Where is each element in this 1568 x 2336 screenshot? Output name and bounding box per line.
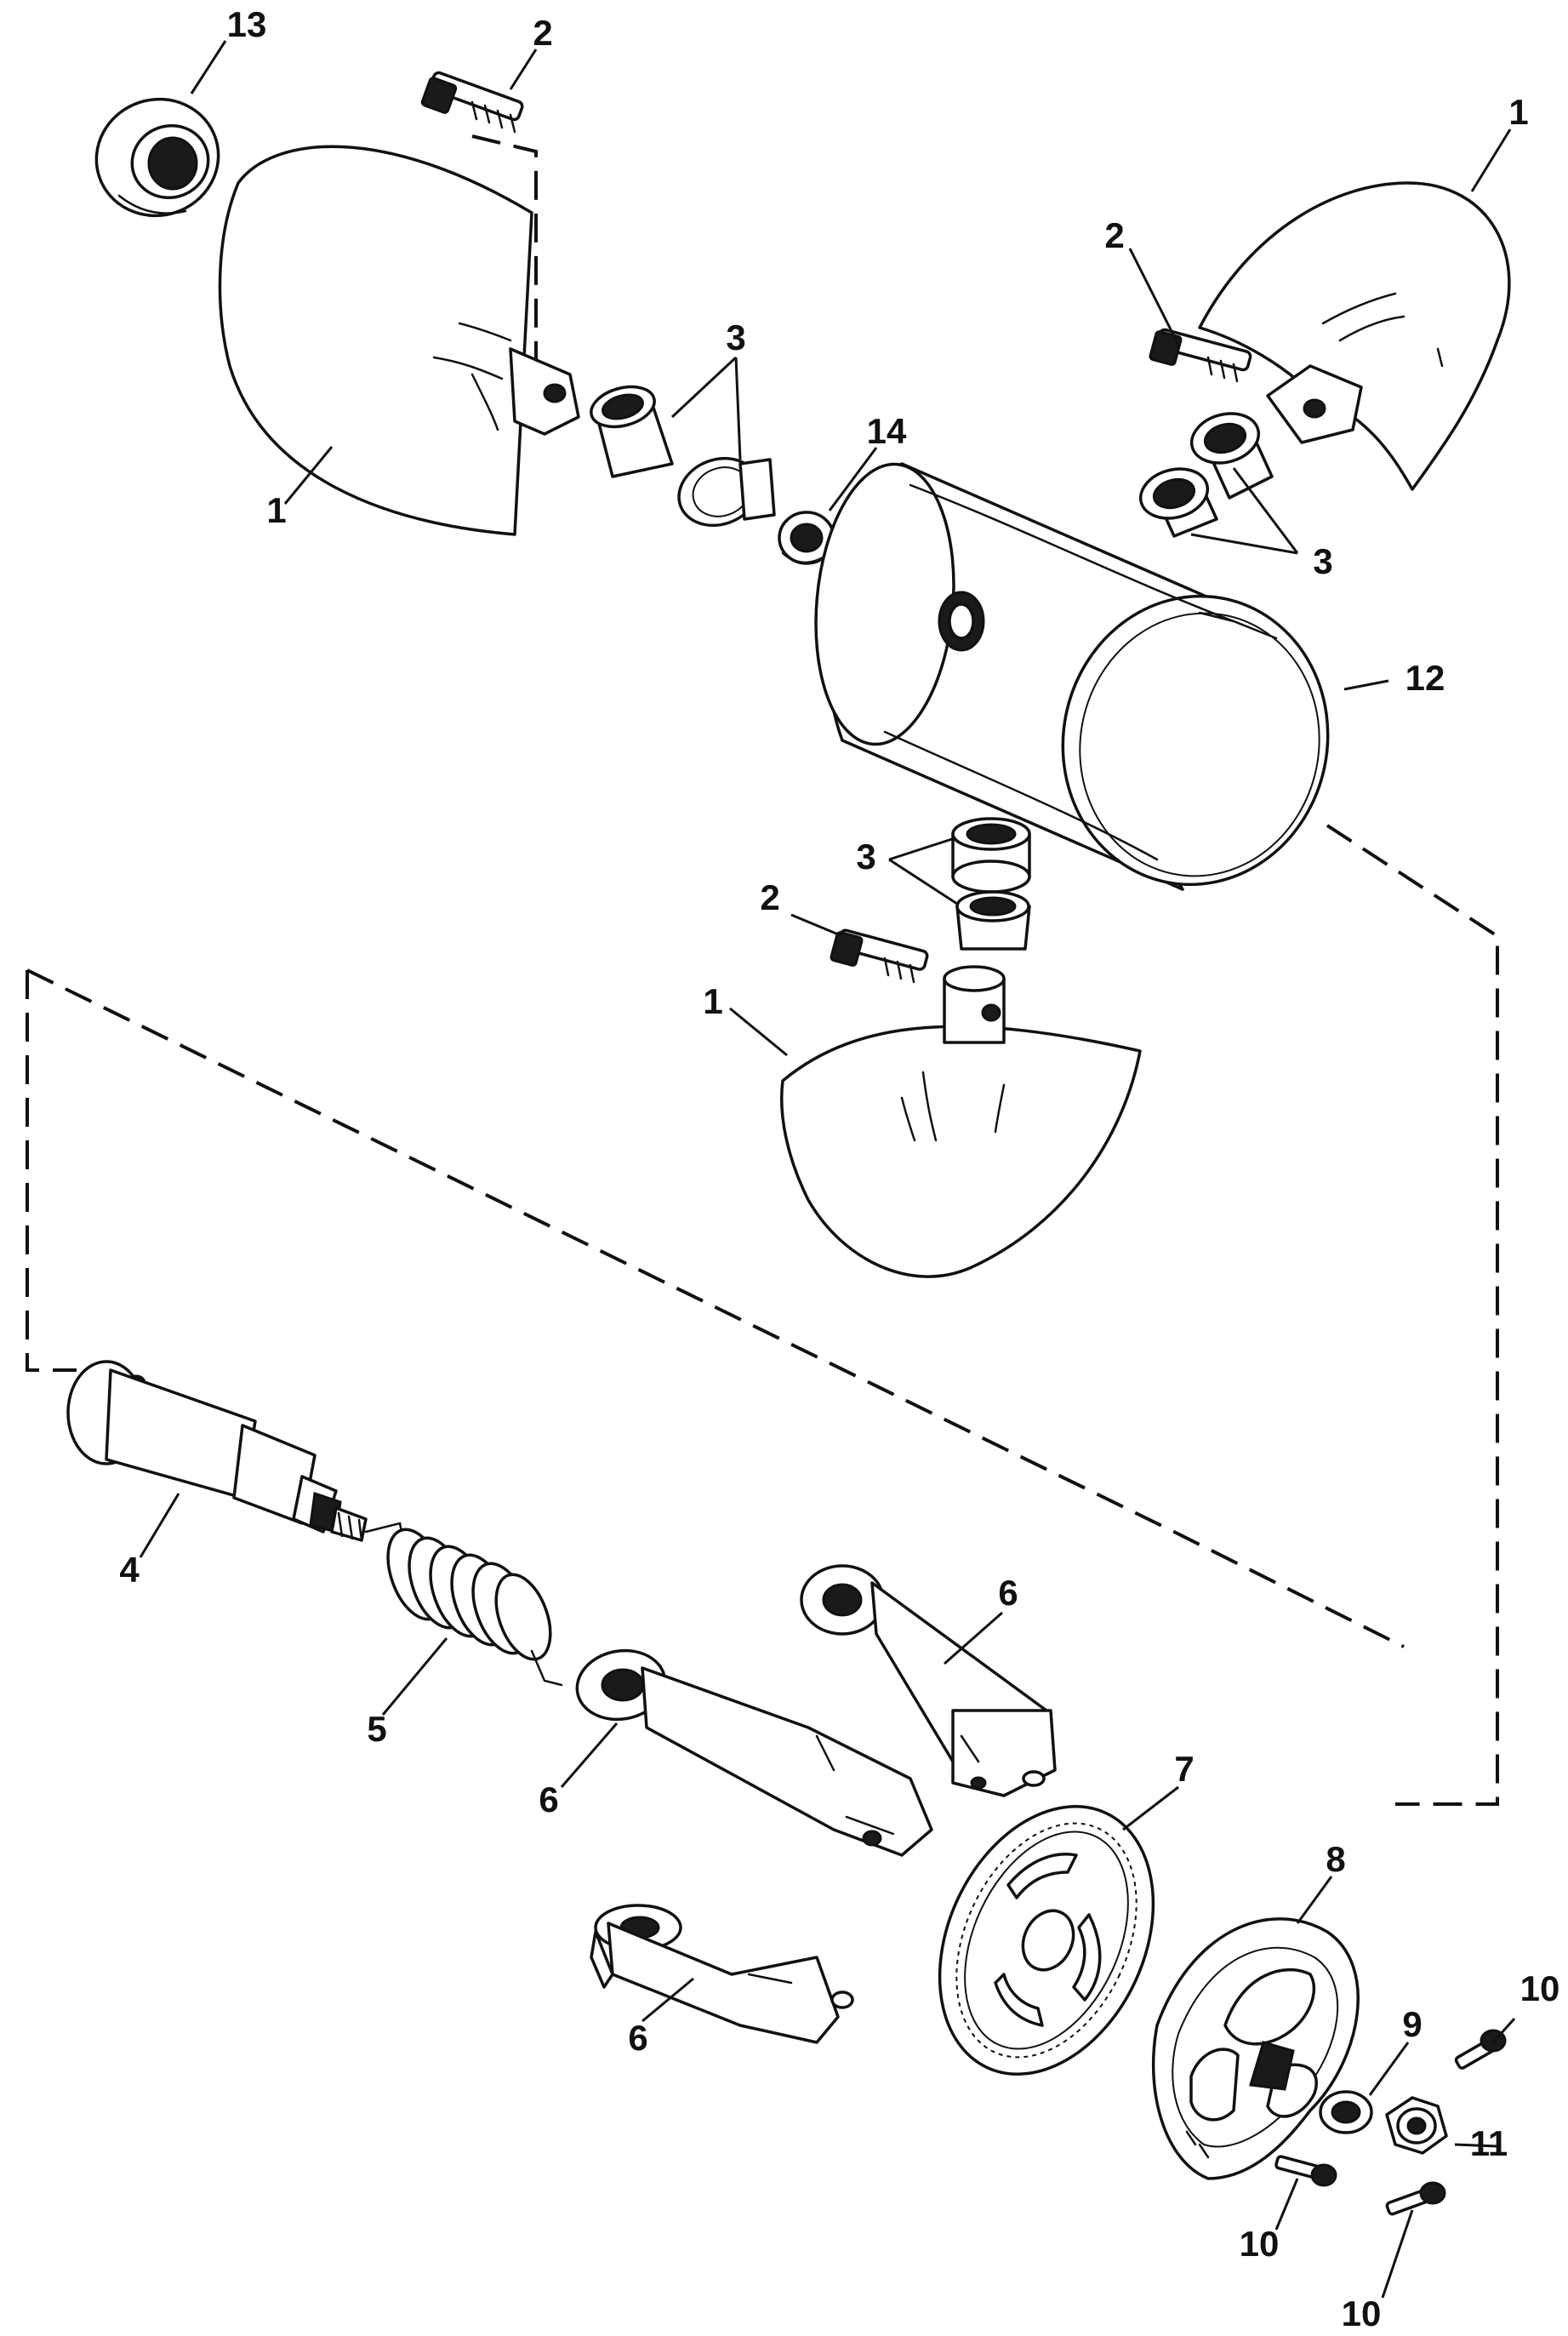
- callout-2-right: 2: [1104, 215, 1124, 255]
- part-6-lever-mid: [575, 1648, 933, 1857]
- callout-1-top-left: 1: [266, 490, 286, 530]
- part-2-bolt-right: [1149, 328, 1252, 383]
- part-9-washer: [1319, 2090, 1373, 2134]
- callout-labels: 13 2 1 3 14 1 2 3 12 3 2 1 4 5 6 6 6 7 8…: [119, 4, 1559, 2333]
- callout-10-top: 10: [1520, 1968, 1560, 2008]
- part-2-bolt-mid: [830, 928, 929, 984]
- part-13-seal-ring: [94, 97, 220, 218]
- callout-12: 12: [1405, 658, 1445, 698]
- part-6-lever-top: [800, 1564, 1057, 1797]
- part-10-screw-bottom: [1385, 2181, 1446, 2216]
- part-3-bushings-mid: [951, 817, 1031, 951]
- part-4-shaft: [66, 1360, 368, 1542]
- part-2-bolt-top: [420, 71, 524, 134]
- part-5-spring: [364, 1522, 563, 1687]
- callout-3-top-left: 3: [726, 317, 745, 357]
- callout-11: 11: [1470, 2123, 1508, 2163]
- part-8-hub-cap: [1151, 1917, 1360, 2180]
- callout-4: 4: [119, 1550, 140, 1590]
- callout-13: 13: [227, 4, 267, 44]
- callout-1-top-right: 1: [1508, 92, 1528, 132]
- part-7-gear-plate: [938, 1805, 1155, 2076]
- callout-14: 14: [867, 411, 907, 451]
- part-1-blade-top-right: [1198, 181, 1511, 491]
- callout-1-bottom: 1: [703, 981, 722, 1021]
- part-10-screw-mid: [1274, 2155, 1337, 2187]
- callout-9: 9: [1402, 2004, 1422, 2044]
- callout-8: 8: [1326, 1839, 1345, 1879]
- callout-2-mid: 2: [760, 877, 779, 917]
- part-3-bushings-right: [1138, 412, 1274, 538]
- callout-6-top: 6: [998, 1573, 1018, 1613]
- callout-3-right: 3: [1313, 541, 1332, 581]
- part-1-blade-bottom: [780, 965, 1142, 1278]
- callout-6-mid: 6: [539, 1779, 558, 1819]
- part-11-nut: [1385, 2096, 1448, 2155]
- assembly-dashed-lines: [26, 134, 1499, 1806]
- callout-10-mid: 10: [1240, 2224, 1280, 2264]
- part-1-blade-top-left: [218, 145, 580, 536]
- callout-6-bottom: 6: [628, 2018, 647, 2058]
- callout-5: 5: [367, 1709, 386, 1749]
- part-3-bushings-top-left: [590, 385, 776, 528]
- callout-leader-lines: [139, 40, 1516, 2299]
- part-12-cylinder-housing: [814, 462, 1330, 891]
- callout-7: 7: [1174, 1749, 1194, 1789]
- callout-10-bottom: 10: [1342, 2293, 1382, 2333]
- callout-3-mid: 3: [856, 837, 875, 877]
- part-14-small-bushing: [778, 511, 835, 565]
- part-6-lever-bottom: [590, 1904, 854, 2044]
- callout-2-top: 2: [533, 13, 552, 53]
